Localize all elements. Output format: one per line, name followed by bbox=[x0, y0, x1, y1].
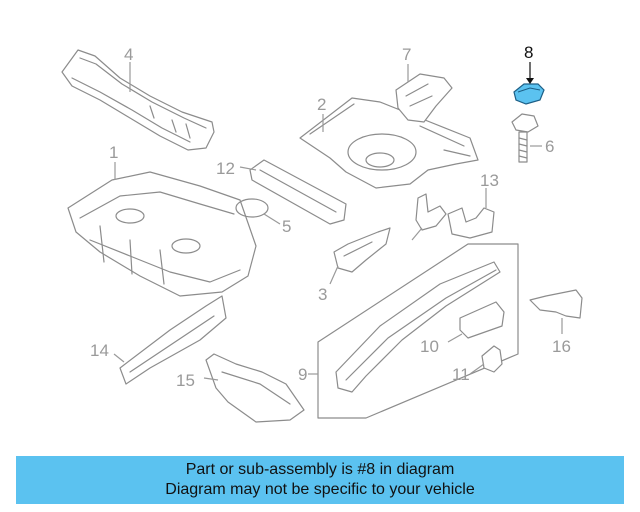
callout-11: 11 bbox=[452, 365, 470, 384]
callout-5: 5 bbox=[282, 217, 291, 236]
arrow-head-8 bbox=[526, 78, 534, 84]
leader-14 bbox=[113, 353, 125, 363]
part-12-reinforcement bbox=[249, 159, 347, 225]
part-15-panel bbox=[205, 353, 305, 423]
parts-diagram: 4 2 7 8 6 1 bbox=[61, 43, 583, 423]
callout-1: 1 bbox=[109, 143, 118, 162]
callout-10: 10 bbox=[420, 337, 439, 356]
leader-11 bbox=[469, 363, 485, 375]
part-4-rail bbox=[61, 49, 215, 151]
callout-2: 2 bbox=[317, 95, 326, 114]
leader-17 bbox=[411, 227, 423, 241]
callout-14: 14 bbox=[90, 341, 109, 360]
callout-4: 4 bbox=[124, 45, 133, 64]
callout-9: 9 bbox=[298, 365, 307, 384]
leader-5 bbox=[263, 213, 281, 225]
part-2-rear-floor bbox=[299, 97, 479, 189]
leader-12 bbox=[239, 166, 257, 171]
part-7-bracket bbox=[395, 73, 453, 123]
banner-line-1: Part or sub-assembly is #8 in diagram bbox=[185, 461, 455, 478]
part-9-rail-assembly bbox=[317, 243, 519, 419]
part-3-bracket bbox=[333, 227, 391, 273]
callout-3: 3 bbox=[318, 285, 327, 304]
callout-12: 12 bbox=[216, 159, 235, 178]
part-17-bracket bbox=[415, 193, 447, 231]
part-1-floor-pan bbox=[67, 171, 257, 297]
info-banner: Part or sub-assembly is #8 in diagram Di… bbox=[16, 456, 624, 504]
part-14-member bbox=[119, 295, 227, 385]
callout-15: 15 bbox=[176, 371, 195, 390]
part-11-clip bbox=[481, 345, 503, 373]
part-16-bracket bbox=[529, 289, 583, 319]
leader-3 bbox=[329, 265, 339, 285]
part-6-bolt bbox=[511, 113, 539, 163]
part-13-bracket bbox=[447, 207, 495, 239]
part-5-gasket bbox=[235, 198, 269, 218]
callout-8: 8 bbox=[524, 43, 533, 62]
callout-6: 6 bbox=[545, 137, 554, 156]
leader-15 bbox=[203, 377, 219, 381]
callout-16: 16 bbox=[552, 337, 571, 356]
part-8-cap-highlighted bbox=[513, 83, 545, 105]
callout-13: 13 bbox=[480, 171, 499, 190]
callout-7: 7 bbox=[402, 45, 411, 64]
part-10-bracket bbox=[459, 301, 505, 339]
banner-line-2: Diagram may not be specific to your vehi… bbox=[165, 481, 475, 498]
leader-10 bbox=[447, 333, 463, 343]
